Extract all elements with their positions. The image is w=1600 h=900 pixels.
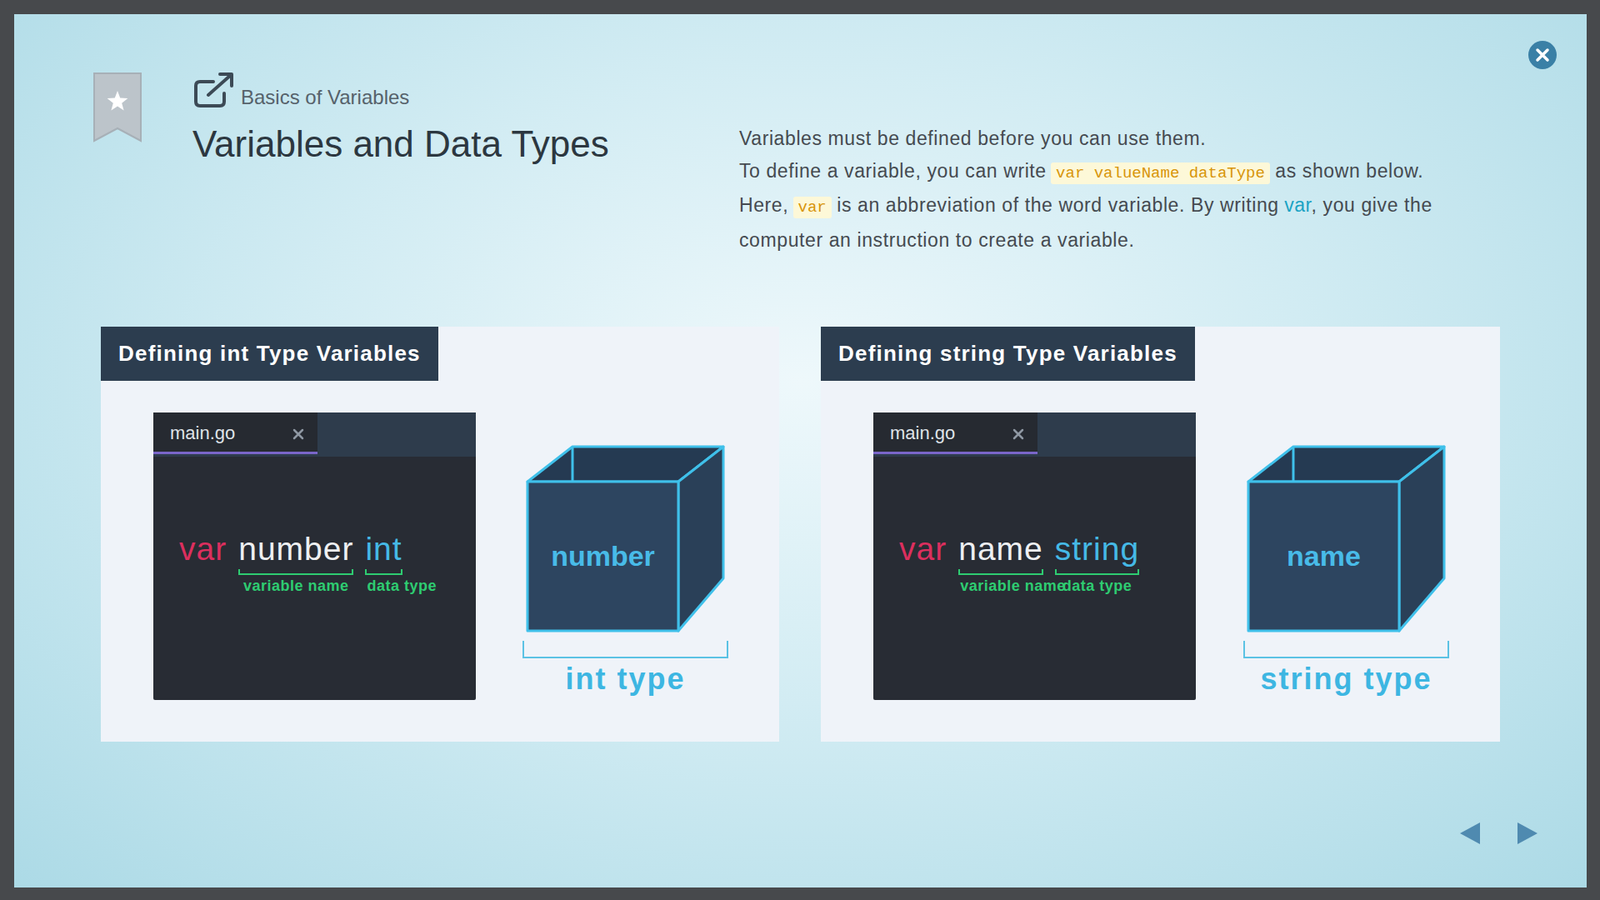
link-arrow xyxy=(208,75,231,95)
keyword-text: var xyxy=(1284,194,1311,216)
type-bracket xyxy=(523,640,728,658)
variable-box-name: number xyxy=(550,540,655,573)
underline-bracket xyxy=(1055,569,1140,575)
close-cross xyxy=(1537,50,1548,60)
cube-inner-edge xyxy=(1292,446,1295,482)
page-title: Variables and Data Types xyxy=(192,121,610,166)
body-text: Variables must be defined before you can… xyxy=(739,122,1448,155)
code-token: string xyxy=(1055,530,1140,569)
underline-bracket xyxy=(238,569,354,575)
code-token-group: var xyxy=(179,530,227,569)
type-label: string type xyxy=(1260,661,1432,697)
type-label: int type xyxy=(565,661,685,697)
code-line: var namevariable namestringdata type xyxy=(899,530,1151,575)
section-label: Basics of Variables xyxy=(240,85,410,110)
cube-front-face xyxy=(1248,481,1400,631)
external-link-icon xyxy=(195,74,232,106)
code-token-group: intdata type xyxy=(365,530,402,575)
code-editor: main.govarnumbervariable nameintdata typ… xyxy=(153,412,476,700)
next-arrow xyxy=(1517,822,1538,845)
bookmark-icon xyxy=(94,73,141,141)
close-circle xyxy=(1528,40,1557,70)
code-annotation: data type xyxy=(1062,577,1133,595)
underline-bracket xyxy=(365,569,402,575)
cube-front-face xyxy=(527,481,679,631)
code-token-group: var xyxy=(899,530,947,569)
tab-close-cross xyxy=(294,430,303,439)
code-line: var numbervariable name intdata type xyxy=(179,530,415,575)
inline-code: var valueName dataType xyxy=(1050,162,1270,185)
body-text: To define a variable, you can write xyxy=(739,160,1047,182)
cube-inner-edge xyxy=(571,446,575,482)
link-arrowhead xyxy=(220,74,232,86)
type-bracket xyxy=(1244,640,1449,658)
variable-box-name: name xyxy=(1286,540,1361,573)
prev-arrow xyxy=(1460,822,1480,845)
tab-close-icon xyxy=(1012,428,1025,440)
code-token: var xyxy=(899,530,947,569)
code-token: var xyxy=(179,530,227,569)
close-button xyxy=(1528,40,1557,70)
cube-side-face xyxy=(1399,446,1445,631)
variable-box: name xyxy=(1248,446,1445,631)
tab-close-cross xyxy=(1014,430,1023,439)
file-tab: main.go xyxy=(153,412,318,455)
body-text: is an abbreviation of the word variable.… xyxy=(836,194,1279,216)
panel-heading: Defining string Type Variables xyxy=(820,326,1195,381)
panel-heading: Defining int Type Variables xyxy=(100,326,439,381)
variable-box: number xyxy=(527,446,724,631)
code-token: name xyxy=(958,530,1044,569)
code-annotation: data type xyxy=(366,577,437,595)
code-annotation: variable name xyxy=(243,577,350,595)
cube-illustration xyxy=(527,446,724,631)
cube-illustration xyxy=(1248,446,1445,631)
bookmark-shape xyxy=(94,73,141,141)
cube-side-face xyxy=(678,446,724,631)
underline-bracket xyxy=(958,569,1044,575)
bookmark-star xyxy=(107,90,129,111)
inline-code: var xyxy=(793,196,832,219)
code-annotation: variable name xyxy=(960,577,1066,595)
code-token: number xyxy=(238,530,354,569)
cube-front: name xyxy=(1248,481,1400,631)
code-token-group: numbervariable name xyxy=(238,530,354,575)
tab-close-icon xyxy=(292,428,305,440)
code-token-group: namevariable name xyxy=(958,530,1044,575)
code-editor: main.govarnamevariable namestringdata ty… xyxy=(873,412,1196,700)
file-tab: main.go xyxy=(873,412,1038,455)
cube-front: number xyxy=(527,481,679,631)
code-token-group: stringdata type xyxy=(1055,530,1140,575)
description-paragraph: Variables must be defined before you can… xyxy=(739,122,1448,256)
code-token: int xyxy=(365,530,402,569)
